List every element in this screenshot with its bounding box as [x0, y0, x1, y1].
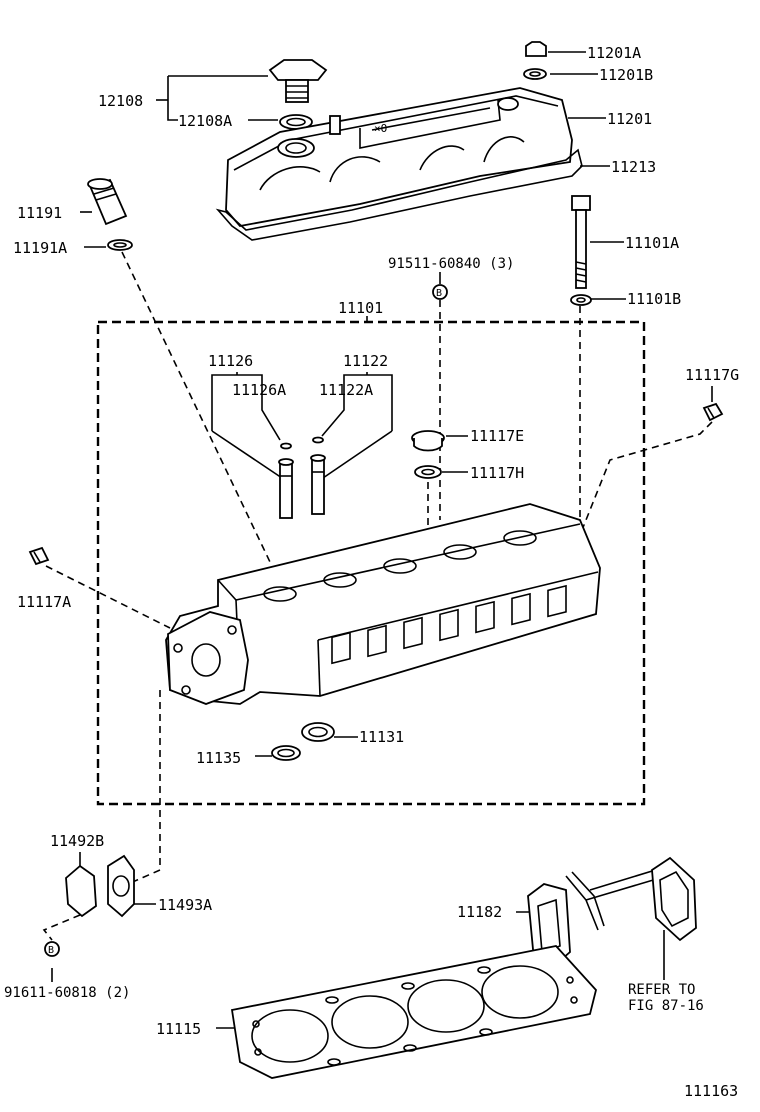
- label-11126: 11126: [208, 352, 253, 370]
- svg-text:B: B: [48, 945, 54, 956]
- tube-gasket-11191A: [107, 239, 133, 251]
- plug-11117E: [411, 430, 445, 452]
- label-11131: 11131: [359, 728, 404, 746]
- cylinder-head-11101: [165, 503, 601, 705]
- assembly-box-11101: [96, 320, 646, 806]
- svg-text:B: B: [436, 288, 442, 299]
- oil-filler-cap: [268, 59, 328, 103]
- label-11117G: 11117G: [685, 366, 739, 384]
- seal-11131: [301, 722, 335, 742]
- label-11492B: 11492B: [50, 832, 104, 850]
- cover-washer: [523, 68, 547, 80]
- label-12108: 12108: [98, 92, 143, 110]
- label-11201B: 11201B: [599, 66, 653, 84]
- spark-plug-tube-11191: [87, 178, 128, 226]
- plug-11135: [271, 745, 301, 761]
- plug-11117A: [28, 546, 50, 566]
- label-11201: 11201: [607, 110, 652, 128]
- label-11191A: 11191A: [13, 239, 67, 257]
- label-91611-60818: 91611-60818 (2): [4, 985, 130, 1001]
- label-11126A: 11126A: [232, 381, 286, 399]
- cover-nut: [525, 41, 547, 57]
- label-11101B: 11101B: [627, 290, 681, 308]
- head-bolt-11101A: [571, 195, 591, 289]
- label-11122: 11122: [343, 352, 388, 370]
- valve-cover-gasket-11213: [215, 148, 583, 241]
- label-11101A: 11101A: [625, 234, 679, 252]
- label-11117A: 11117A: [17, 593, 71, 611]
- label-11201A: 11201A: [587, 44, 641, 62]
- label-refer-to: REFER TO: [628, 982, 695, 998]
- label-91511-60840: 91511-60840 (3): [388, 256, 514, 272]
- plug-11117H: [414, 465, 442, 479]
- cover-plate-11492B: [65, 864, 97, 918]
- snap-ring-11126A: [280, 442, 292, 450]
- water-pipe-ref: [565, 856, 697, 942]
- head-gasket-11115: [230, 945, 597, 1079]
- label-11135: 11135: [196, 749, 241, 767]
- label-11122A: 11122A: [319, 381, 373, 399]
- gasket-11493A: [107, 854, 135, 918]
- valve-cover-11201: ×O: [225, 87, 573, 227]
- label-12108A: 12108A: [178, 112, 232, 130]
- label-11117E: 11117E: [470, 427, 524, 445]
- label-11213: 11213: [611, 158, 656, 176]
- leader-lines: [51, 51, 713, 1029]
- svg-text:×O: ×O: [374, 122, 387, 135]
- label-11117H: 11117H: [470, 464, 524, 482]
- valve-guide-intake: [278, 458, 294, 519]
- bolt-b-marker-upper: B: [432, 284, 448, 300]
- head-bolt-washer-11101B: [570, 294, 592, 306]
- label-11182: 11182: [457, 903, 502, 921]
- label-11115: 11115: [156, 1020, 201, 1038]
- label-11101: 11101: [338, 299, 383, 317]
- bolt-b-marker-lower: B: [44, 941, 60, 957]
- plug-11117G: [702, 402, 724, 422]
- label-fig-ref: FIG 87-16: [628, 998, 704, 1014]
- snap-ring-11122A: [312, 436, 324, 444]
- valve-guide-exhaust: [310, 454, 326, 515]
- label-11191: 11191: [17, 204, 62, 222]
- dashed-guides: [42, 251, 713, 941]
- figure-number: 111163: [684, 1082, 738, 1100]
- label-11493A: 11493A: [158, 896, 212, 914]
